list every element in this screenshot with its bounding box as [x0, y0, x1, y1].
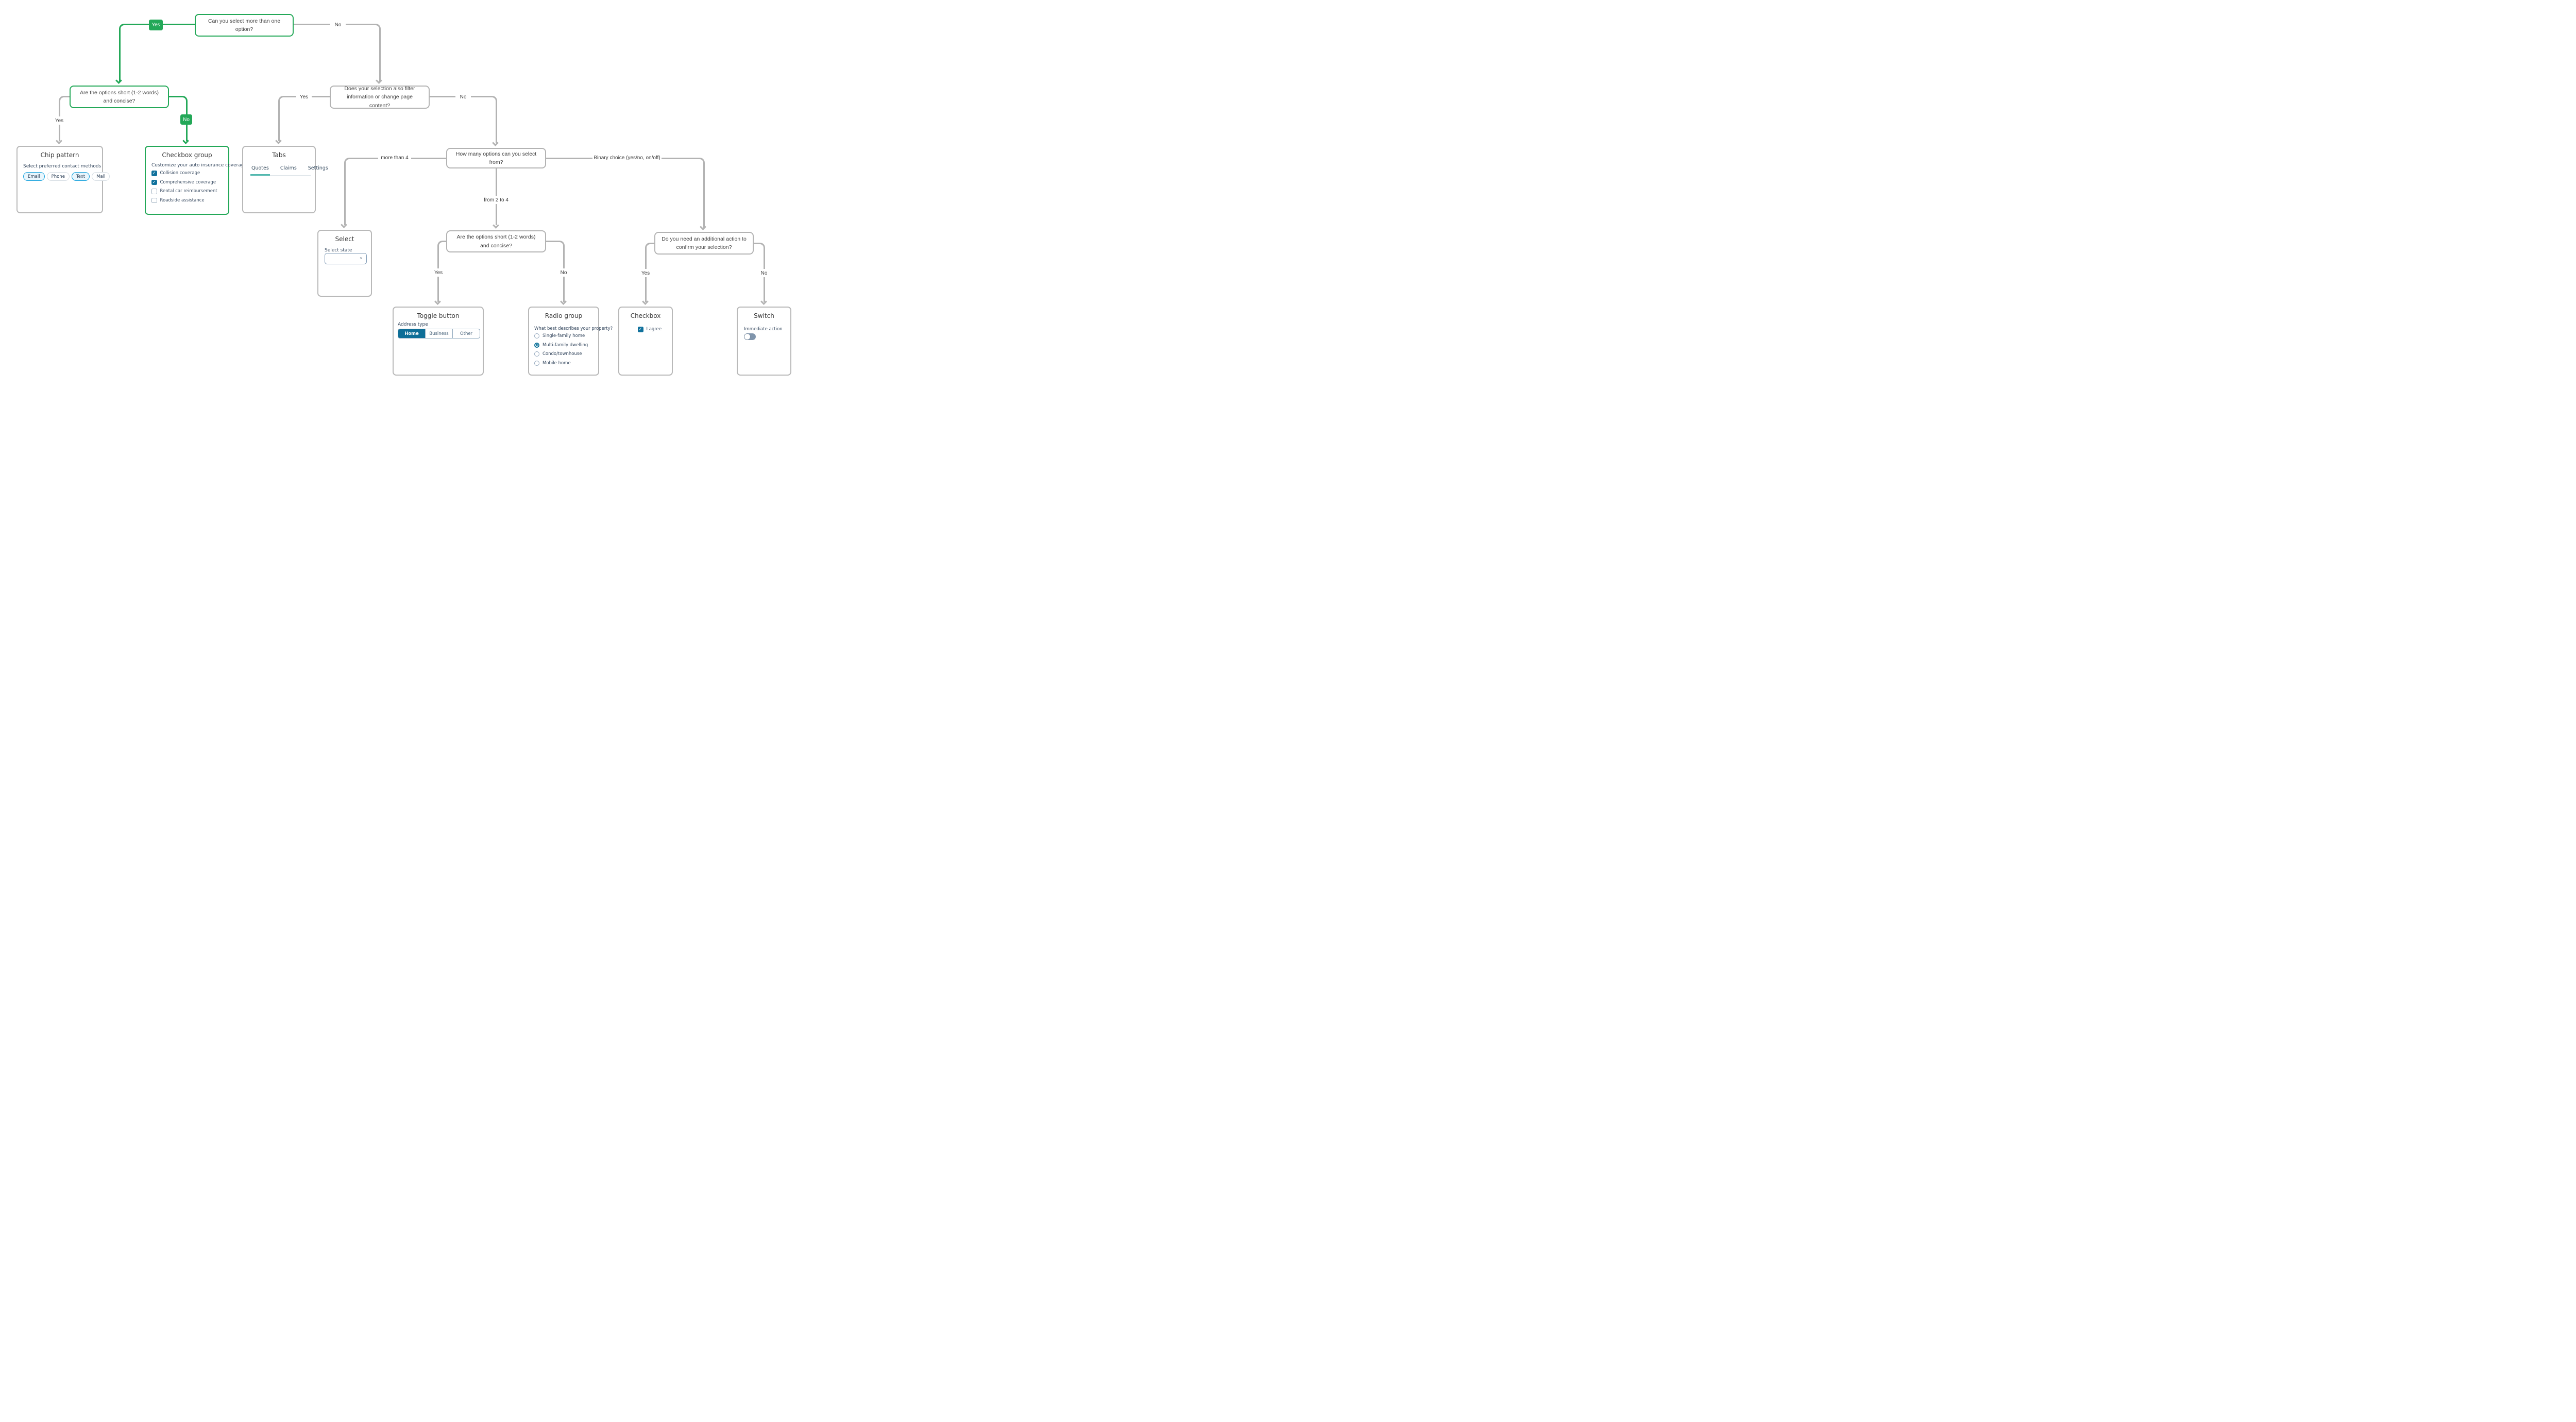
- card-title-radio-group: Radio group: [545, 312, 583, 319]
- switch-toggle-off[interactable]: [744, 333, 756, 340]
- radio-selected-icon[interactable]: [534, 342, 539, 348]
- card-toggle-button: Toggle button Address type Home Business…: [393, 307, 484, 376]
- question-confirm-action: Do you need an additional action to conf…: [654, 232, 754, 255]
- card-checkbox: Checkbox ✓ I agree: [618, 307, 673, 376]
- switch-label: Immediate action: [744, 327, 783, 332]
- arrowhead-to-q5: [493, 222, 499, 229]
- chip-phone[interactable]: Phone: [46, 172, 70, 181]
- radio-unselected-icon[interactable]: [534, 360, 539, 366]
- chip-row: Email Phone Text Mail: [23, 172, 110, 181]
- radio-option-single-family[interactable]: Single-family home: [534, 333, 585, 338]
- chevron-down-icon: ⌄: [359, 255, 363, 260]
- card-switch: Switch Immediate action: [737, 307, 791, 376]
- card-title-chip-pattern: Chip pattern: [40, 151, 79, 159]
- label-yes-q2: Yes: [52, 116, 67, 125]
- label-more-than-4: more than 4: [378, 154, 411, 162]
- segmented-control: Home Business Other: [398, 329, 480, 338]
- label-no-q6: No: [756, 269, 772, 277]
- question-multi-select: Can you select more than one option?: [195, 14, 294, 37]
- label-yes-q3: Yes: [296, 93, 312, 101]
- checkbox-checked-icon[interactable]: ✓: [638, 327, 643, 332]
- tab-quotes[interactable]: Quotes: [250, 165, 270, 176]
- tab-bar: Quotes Claims Settings: [250, 165, 328, 176]
- toggle-group-label: Address type: [398, 322, 428, 327]
- chip-email[interactable]: Email: [23, 172, 45, 181]
- checkbox-option-comprehensive[interactable]: ✓ Comprehensive coverage: [151, 179, 216, 185]
- label-no-q1: No: [330, 21, 346, 29]
- toggle-option-business[interactable]: Business: [425, 329, 452, 338]
- connector-q1-yes: [118, 24, 195, 82]
- tab-settings[interactable]: Settings: [308, 165, 328, 171]
- question-how-many-options: How many options can you select from?: [446, 148, 546, 168]
- label-binary-choice: Binary choice (yes/no, on/off): [592, 154, 662, 162]
- card-title-tabs: Tabs: [272, 151, 286, 159]
- decision-tree-canvas: Yes No Yes No Yes No more than 4 from 2 …: [0, 0, 793, 381]
- badge-yes-q1: Yes: [149, 20, 163, 30]
- question-options-short-1: Are the options short (1-2 words) and co…: [70, 86, 169, 108]
- checkbox-option-rental[interactable]: Rental car reimbursement: [151, 189, 217, 194]
- card-title-checkbox-group: Checkbox group: [162, 151, 212, 159]
- radio-option-condo[interactable]: Condo/townhouse: [534, 351, 582, 357]
- card-title-switch: Switch: [754, 312, 774, 319]
- connector-q4-more-than-4: [344, 157, 446, 225]
- card-title-checkbox: Checkbox: [630, 312, 661, 319]
- switch-knob: [744, 334, 750, 340]
- card-radio-group: Radio group What best describes your pro…: [528, 307, 613, 376]
- radio-unselected-icon[interactable]: [534, 333, 539, 338]
- tab-claims[interactable]: Claims: [280, 165, 297, 171]
- checkbox-option-collision[interactable]: ✓ Collision coverage: [151, 171, 200, 176]
- card-select: Select Select state ⌄: [317, 230, 372, 297]
- connector-q4-binary: [546, 157, 705, 228]
- checkbox-group-label: Customize your auto insurance coverage: [151, 163, 247, 168]
- label-yes-q6: Yes: [638, 269, 653, 277]
- label-no-q3: No: [455, 93, 471, 101]
- checkbox-unchecked-icon[interactable]: [151, 197, 157, 203]
- chip-group-label: Select preferred contact methods: [23, 164, 101, 169]
- connector-q1-no: [294, 24, 381, 82]
- radio-option-multi-family[interactable]: Multi-family dwelling: [534, 342, 588, 348]
- badge-no-q2: No: [180, 114, 192, 125]
- checkbox-unchecked-icon[interactable]: [151, 189, 157, 194]
- label-yes-q5: Yes: [431, 268, 446, 277]
- card-checkbox-group: Checkbox group Customize your auto insur…: [145, 146, 247, 215]
- checkbox-checked-icon[interactable]: ✓: [151, 171, 157, 176]
- select-state-dropdown[interactable]: ⌄: [325, 253, 367, 264]
- card-title-toggle-button: Toggle button: [417, 312, 460, 319]
- card-title-select: Select: [335, 235, 354, 243]
- toggle-option-other[interactable]: Other: [452, 329, 480, 338]
- radio-group-label: What best describes your property?: [534, 326, 613, 331]
- connector-q3-yes: [278, 95, 330, 141]
- toggle-option-home[interactable]: Home: [398, 329, 425, 338]
- card-tabs: Tabs Quotes Claims Settings: [242, 146, 328, 213]
- label-no-q5: No: [556, 268, 571, 277]
- checkbox-i-agree[interactable]: ✓ I agree: [638, 327, 662, 332]
- checkbox-checked-icon[interactable]: ✓: [151, 179, 157, 185]
- card-chip-pattern: Chip pattern Select preferred contact me…: [16, 146, 110, 213]
- label-from-2-to-4: from 2 to 4: [481, 196, 512, 204]
- select-label: Select state: [325, 248, 352, 253]
- question-options-short-2: Are the options short (1-2 words) and co…: [446, 230, 546, 252]
- question-filter-content: Does your selection also filter informat…: [330, 86, 430, 109]
- radio-option-mobile-home[interactable]: Mobile home: [534, 360, 571, 366]
- chip-mail[interactable]: Mail: [92, 172, 110, 181]
- radio-unselected-icon[interactable]: [534, 351, 539, 357]
- checkbox-option-roadside[interactable]: Roadside assistance: [151, 197, 205, 203]
- chip-text[interactable]: Text: [71, 172, 90, 181]
- connector-q3-no: [430, 95, 497, 143]
